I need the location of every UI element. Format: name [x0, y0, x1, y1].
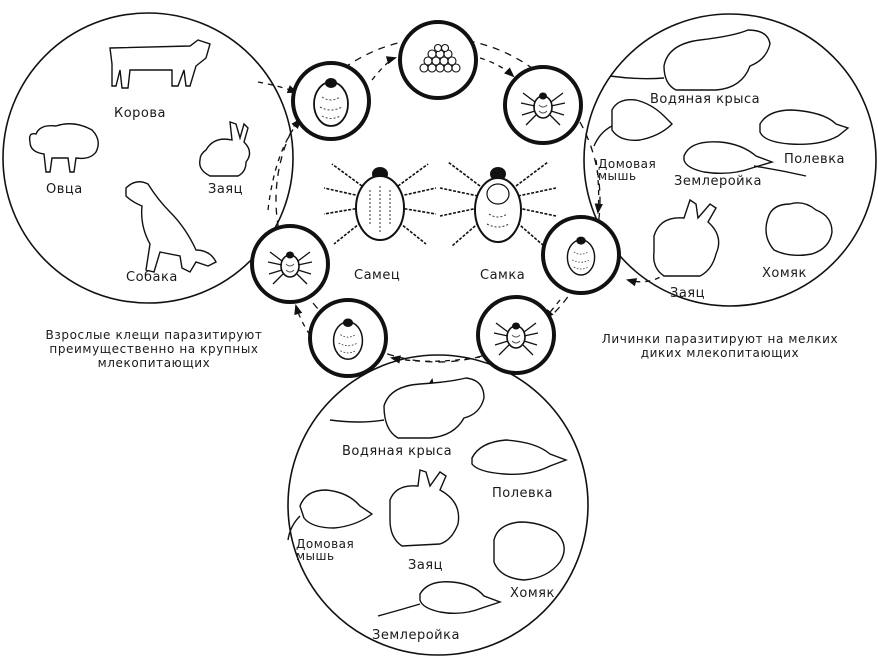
shrew-icon — [377, 581, 503, 617]
nymph-hosts-circle — [287, 354, 589, 656]
water-rat-icon — [329, 377, 485, 439]
larva-hosts-note: Личинки паразитируют на мелких диких мле… — [582, 332, 858, 360]
vole-icon — [759, 109, 850, 146]
stage-eggs — [398, 20, 478, 100]
house-mouse-label: Домовая мышь — [296, 537, 355, 563]
hare-icon — [199, 120, 251, 177]
adult-note-line-2: преимущественно на крупных — [49, 342, 259, 356]
dog-label: Собака — [126, 270, 178, 285]
sheep-icon — [28, 123, 99, 173]
stage-larva — [503, 65, 583, 145]
water-rat-icon — [609, 29, 771, 91]
hare-label: Заяц — [408, 558, 443, 573]
hare-icon — [389, 469, 460, 547]
shrew-label: Землеройка — [674, 174, 762, 189]
shrew-label: Землеройка — [372, 628, 460, 643]
adult-tick-male-icon — [323, 163, 437, 245]
house-mouse-icon — [593, 99, 673, 147]
vole-icon — [471, 439, 568, 476]
hare-icon — [653, 198, 720, 277]
house-mouse-icon — [287, 489, 374, 541]
house-mouse-label: Домовая мышь — [598, 157, 657, 183]
adult-note-line-1: Взрослые клещи паразитируют — [45, 328, 263, 342]
larva-note-line-2: диких млекопитающих — [640, 346, 800, 360]
hamster-icon — [493, 521, 565, 581]
female-tick-label: Самка — [480, 268, 526, 283]
stage-engorged-larva — [541, 215, 621, 295]
water-rat-label: Водяная крыса — [342, 444, 453, 459]
sheep-label: Овца — [46, 182, 83, 197]
dog-icon — [125, 181, 217, 273]
water-rat-label: Водяная крыса — [650, 92, 761, 107]
larva-note-line-1: Личинки паразитируют на мелких — [601, 332, 839, 346]
adult-tick-female-icon — [439, 161, 557, 247]
adult-hosts-note: Взрослые клещи паразитируют преимуществе… — [20, 328, 288, 370]
stage-engorged-nymph — [308, 298, 388, 378]
hamster-label: Хомяк — [510, 586, 555, 601]
adult-note-line-3: млекопитающих — [97, 356, 211, 370]
shrew-icon — [683, 141, 807, 177]
larva-hosts-circle — [583, 13, 877, 307]
egg-cluster-icon — [419, 43, 461, 73]
stage-larva-hungry — [250, 224, 330, 304]
hamster-label: Хомяк — [762, 266, 807, 281]
vole-label: Полевка — [784, 152, 846, 167]
hamster-icon — [765, 202, 833, 257]
cow-label: Корова — [114, 106, 167, 121]
stage-engorged-female — [291, 61, 371, 141]
life-cycle-ring — [275, 37, 601, 363]
male-tick-label: Самец — [354, 268, 401, 283]
stage-nymph — [476, 295, 556, 375]
vole-label: Полевка — [492, 486, 554, 501]
hare-label: Заяц — [670, 286, 705, 301]
adult-hosts-circle — [2, 12, 294, 304]
hare-label: Заяц — [208, 182, 243, 197]
cow-icon — [109, 39, 211, 89]
